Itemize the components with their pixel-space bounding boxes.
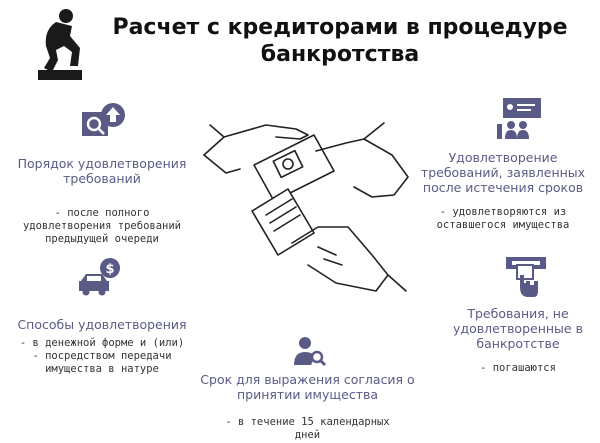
after-deadline-heading-line-1: Удовлетворение (448, 150, 558, 165)
methods-desc-line-1: - в денежной форме и (или) (19, 337, 185, 349)
term-desc-line-1: - в течение 15 календарных (225, 416, 390, 428)
person-search-icon (294, 337, 327, 367)
car-dollar-icon: $ (79, 258, 120, 296)
unsatisfied-heading-line-1: Требования, не (467, 306, 569, 321)
thinker-statue-icon (38, 9, 82, 80)
title-line-2: банкротства (260, 42, 420, 67)
after-deadline-heading: Удовлетворение требований, заявленных по… (410, 150, 596, 195)
unsatisfied-description: - погашаются (480, 362, 556, 374)
term-heading-line-1: Срок для выражения согласия о (200, 372, 415, 387)
term-desc-line-2: дней (294, 429, 321, 441)
unsatisfied-heading-line-2: удовлетворенные в (453, 321, 583, 336)
after-deadline-desc-line-2: оставшегося имущества (436, 219, 570, 231)
after-deadline-heading-line-3: после истечения сроков (422, 180, 584, 195)
after-deadline-desc-line-1: - удовлетворяются из (439, 206, 567, 218)
page-title: Расчет с кредиторами в процедуре банкрот… (100, 14, 580, 68)
methods-description: - в денежной форме и (или) - посредством… (2, 337, 202, 376)
svg-text:$: $ (105, 262, 114, 277)
after-deadline-description: - удовлетворяются из оставшегося имущест… (410, 206, 596, 232)
unsatisfied-heading: Требования, не удовлетворенные в банкрот… (440, 306, 596, 351)
term-description: - в течение 15 календарных дней (195, 416, 420, 442)
atm-hand-icon (506, 257, 546, 297)
hands-exchanging-money-icon (203, 122, 409, 292)
presentation-audience-icon (497, 98, 541, 139)
methods-desc-line-2: - посредством передачи (32, 350, 172, 362)
order-heading-line-2: требований (63, 171, 141, 186)
title-line-1: Расчет с кредиторами в процедуре (112, 15, 568, 40)
order-description: - после полного удовлетворения требовани… (2, 207, 202, 246)
search-up-arrow-icon (82, 103, 125, 136)
methods-heading: Способы удовлетворения (17, 317, 187, 332)
order-desc-line-3: предыдущей очереди (45, 233, 159, 245)
term-heading-line-2: принятии имущества (236, 387, 379, 402)
unsatisfied-heading-line-3: банкротстве (476, 336, 560, 351)
methods-desc-line-3: имущества в натуре (45, 363, 159, 375)
after-deadline-heading-line-2: требований, заявленных (420, 165, 586, 180)
term-heading: Срок для выражения согласия о принятии и… (195, 372, 420, 402)
order-heading: Порядок удовлетворения требований (2, 156, 202, 186)
order-desc-line-1: - после полного (54, 207, 150, 219)
order-desc-line-2: удовлетворения требований (22, 220, 182, 232)
order-heading-line-1: Порядок удовлетворения (17, 156, 187, 171)
